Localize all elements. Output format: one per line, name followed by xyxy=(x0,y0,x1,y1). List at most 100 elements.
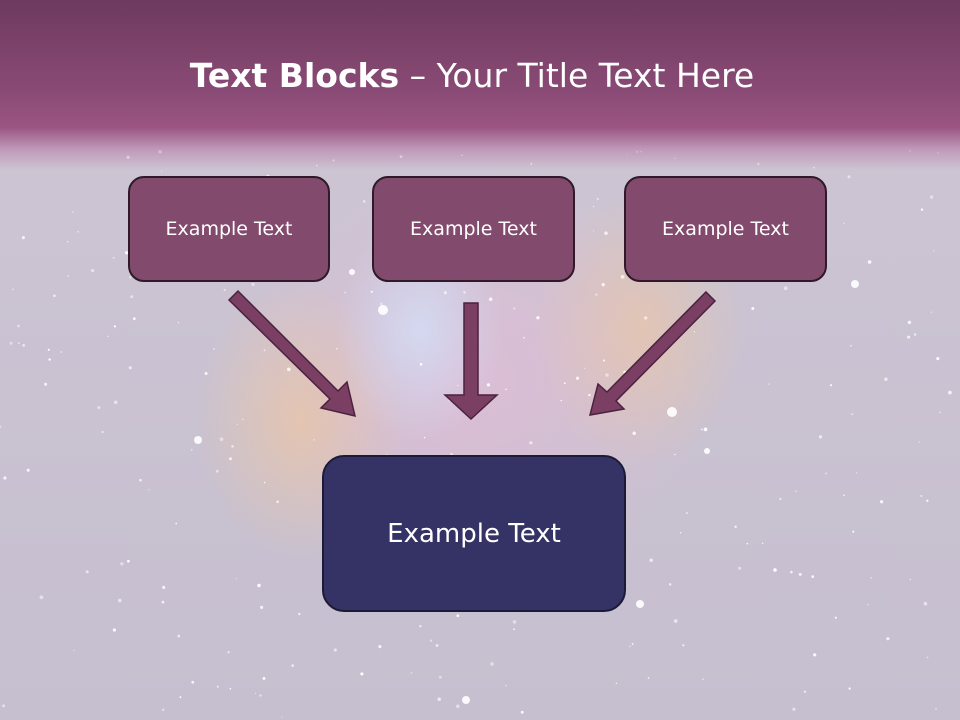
star xyxy=(907,335,911,339)
star xyxy=(437,697,441,702)
star xyxy=(834,616,837,619)
star xyxy=(674,453,676,456)
star xyxy=(48,358,51,361)
star xyxy=(18,342,20,344)
star xyxy=(160,170,163,172)
star xyxy=(773,568,777,572)
star xyxy=(629,645,631,648)
star xyxy=(592,205,595,208)
star xyxy=(929,195,934,199)
star xyxy=(488,297,493,301)
star xyxy=(734,525,737,529)
star xyxy=(162,708,165,711)
star xyxy=(457,384,459,387)
star xyxy=(682,644,685,647)
star xyxy=(118,598,122,603)
top-block-right[interactable]: Example Text xyxy=(624,176,827,282)
star xyxy=(291,664,294,667)
star xyxy=(829,384,833,387)
star xyxy=(313,439,315,441)
star xyxy=(77,230,80,233)
star xyxy=(370,290,373,293)
star xyxy=(435,644,439,647)
star xyxy=(486,383,491,387)
star xyxy=(615,682,618,685)
star xyxy=(583,367,586,370)
star xyxy=(456,614,460,618)
star xyxy=(529,441,533,445)
star xyxy=(761,542,764,545)
star xyxy=(738,566,742,570)
star xyxy=(818,435,823,439)
star xyxy=(281,716,283,718)
bright-star xyxy=(194,436,202,444)
star xyxy=(825,472,828,475)
star xyxy=(523,336,525,339)
star xyxy=(779,497,782,501)
star xyxy=(680,532,682,534)
star xyxy=(3,476,7,480)
star xyxy=(798,572,802,576)
star xyxy=(855,472,858,474)
star xyxy=(60,351,63,353)
bright-star xyxy=(378,305,388,315)
bright-star xyxy=(667,407,677,417)
bright-star xyxy=(636,600,644,608)
star xyxy=(229,457,232,461)
star xyxy=(813,653,817,657)
star xyxy=(592,230,595,232)
star xyxy=(926,656,929,659)
star xyxy=(685,512,688,515)
arrow-left xyxy=(227,289,357,418)
star xyxy=(223,288,226,291)
star xyxy=(604,231,608,235)
star xyxy=(148,489,150,491)
star xyxy=(231,445,234,448)
star xyxy=(254,692,257,694)
bottom-block[interactable]: Example Text xyxy=(322,455,626,612)
star xyxy=(930,311,933,313)
star xyxy=(852,530,855,533)
star xyxy=(560,399,562,402)
star xyxy=(920,494,923,498)
star xyxy=(631,643,634,645)
star xyxy=(177,322,180,324)
star xyxy=(520,710,524,714)
star xyxy=(112,628,117,632)
star xyxy=(12,288,14,291)
star xyxy=(795,490,797,492)
star xyxy=(216,685,219,688)
star xyxy=(298,612,301,616)
top-block-right-label: Example Text xyxy=(662,218,789,240)
star xyxy=(867,260,872,264)
star xyxy=(362,200,366,203)
star xyxy=(191,680,195,684)
title-bar xyxy=(0,0,960,170)
star xyxy=(66,240,69,243)
bright-star xyxy=(704,448,710,454)
star xyxy=(603,359,605,362)
star xyxy=(948,390,952,395)
star xyxy=(44,382,48,386)
star xyxy=(128,366,132,370)
star xyxy=(803,690,807,693)
star xyxy=(443,291,448,295)
star xyxy=(768,383,770,385)
top-block-left[interactable]: Example Text xyxy=(128,176,330,282)
star xyxy=(73,649,75,652)
star xyxy=(884,377,888,381)
star xyxy=(850,344,852,347)
star xyxy=(649,558,653,563)
star xyxy=(336,348,338,350)
star xyxy=(67,275,69,277)
top-block-center[interactable]: Example Text xyxy=(372,176,575,282)
star xyxy=(162,585,166,589)
star xyxy=(236,423,239,425)
star xyxy=(235,577,238,580)
star xyxy=(378,645,382,649)
star xyxy=(913,333,917,336)
star xyxy=(139,478,142,482)
star xyxy=(918,441,920,443)
star xyxy=(190,448,193,451)
